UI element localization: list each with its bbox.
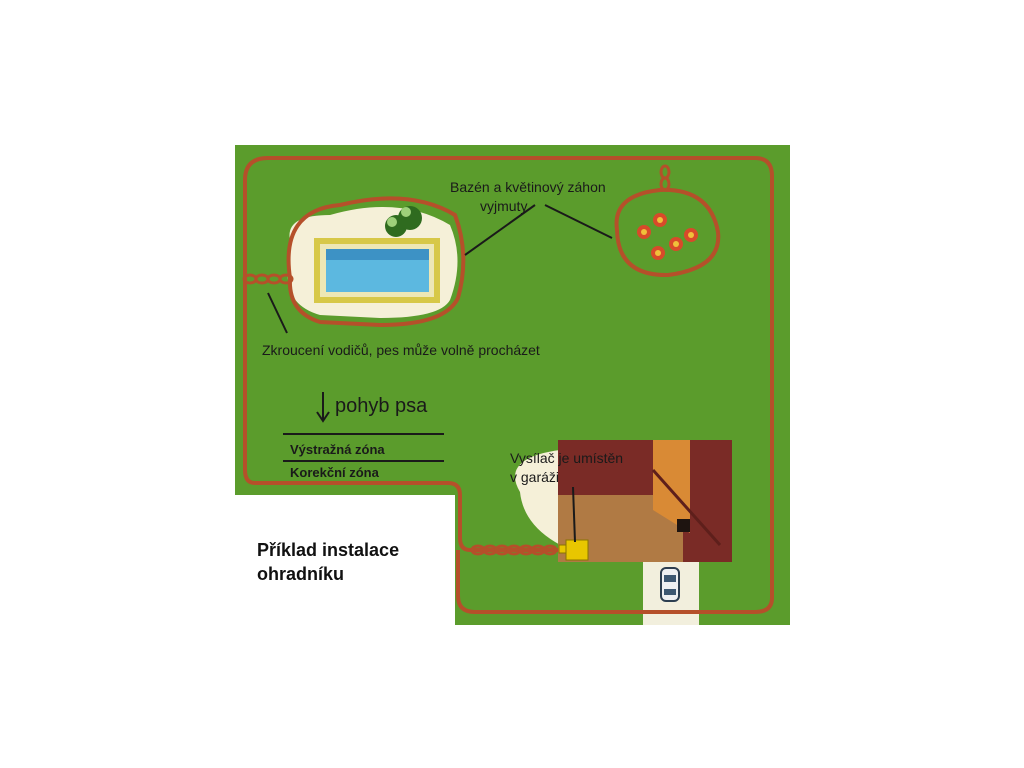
excluded-areas-label-1: Bazén a květinový záhon	[450, 179, 606, 195]
pool-wire-loop	[286, 196, 466, 328]
twisted-wire-top	[659, 164, 671, 192]
dog-movement-label: pohyb psa	[335, 395, 428, 417]
twisted-wire-house	[470, 544, 558, 556]
transmitter-icon	[558, 539, 589, 561]
chimney	[677, 519, 690, 532]
arrow-down-icon	[316, 392, 330, 423]
transmitter-label-1: Vysílač je umístěn	[510, 450, 623, 466]
roof-ridge	[651, 469, 722, 546]
pool-icon	[314, 238, 440, 303]
car-icon	[660, 567, 680, 602]
garage-roof	[653, 440, 690, 533]
warning-zone-label: Výstražná zóna	[290, 442, 385, 457]
correction-zone-label: Korekční zóna	[290, 465, 380, 480]
twisted-wires-label: Zkroucení vodičů, pes může volně procház…	[262, 342, 540, 358]
zone-lines	[283, 433, 444, 462]
house-icon	[558, 440, 732, 562]
diagram-title-2: ohradníku	[257, 564, 344, 584]
leader-lines	[267, 204, 613, 543]
flower-bed	[614, 187, 721, 278]
excluded-areas-label-2: vyjmuty	[480, 198, 527, 214]
boundary-wire	[243, 156, 774, 614]
tree-icon	[385, 206, 422, 237]
transmitter-label-2: v garáži	[510, 469, 559, 485]
diagram-title-1: Příklad instalace	[257, 540, 399, 560]
twisted-wire-left	[242, 273, 294, 285]
flower-icon	[637, 213, 698, 260]
